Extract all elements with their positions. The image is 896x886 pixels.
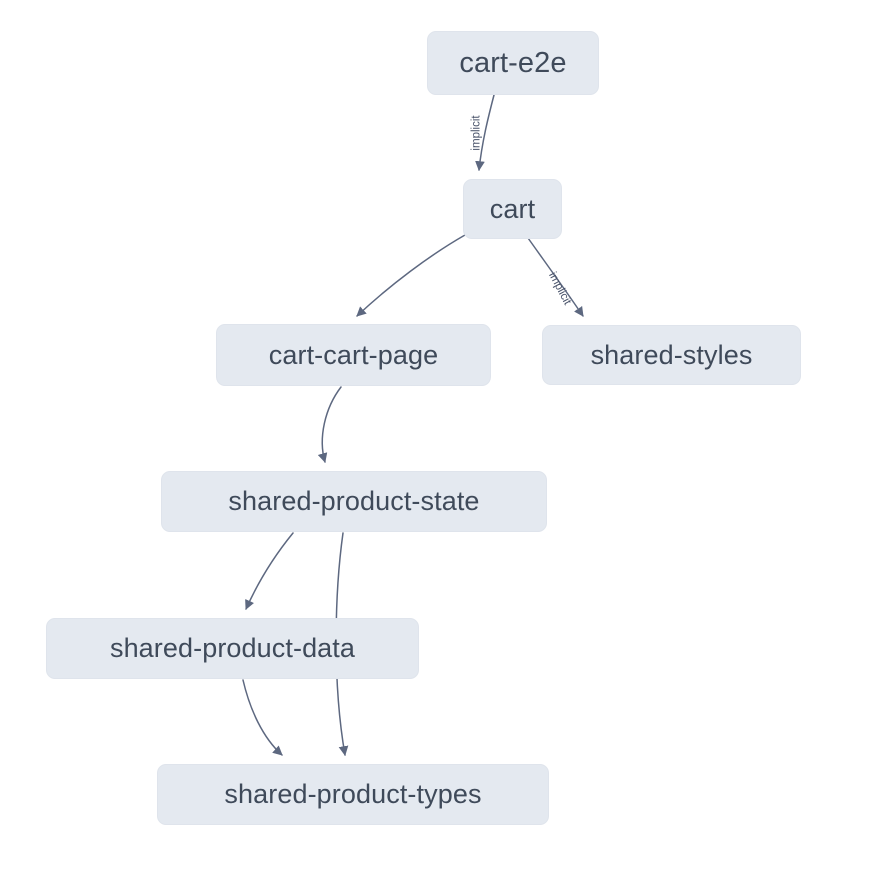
- edge-label-implicit-cart-shared-styles: implicit: [546, 270, 574, 307]
- node-label: cart-cart-page: [268, 339, 439, 370]
- graph-node-shared-product-state[interactable]: shared-product-state: [161, 471, 547, 532]
- node-label: shared-styles: [590, 339, 753, 370]
- graph-node-shared-styles[interactable]: shared-styles: [542, 325, 801, 385]
- node-label: shared-product-types: [224, 779, 482, 809]
- node-label: shared-product-data: [109, 633, 356, 663]
- edge-cart-cart-page-to-shared-product-state: [317, 386, 342, 463]
- edge-label-implicit-cart-e2e-cart: implicit: [470, 115, 483, 151]
- graph-node-shared-product-data[interactable]: shared-product-data: [46, 618, 419, 679]
- graph-node-cart-e2e[interactable]: cart-e2e: [427, 31, 599, 95]
- edge-shared-product-state-to-shared-product-data: [245, 532, 294, 610]
- graph-node-cart[interactable]: cart: [463, 179, 562, 239]
- graph-node-shared-product-types[interactable]: shared-product-types: [157, 764, 549, 825]
- graph-node-cart-cart-page[interactable]: cart-cart-page: [216, 324, 491, 386]
- node-label: cart-e2e: [459, 46, 567, 79]
- edge-cart-to-cart-cart-page: [356, 234, 466, 317]
- edge-shared-product-data-to-shared-product-types: [242, 679, 283, 756]
- node-label: cart: [489, 193, 536, 224]
- node-label: shared-product-state: [228, 486, 480, 516]
